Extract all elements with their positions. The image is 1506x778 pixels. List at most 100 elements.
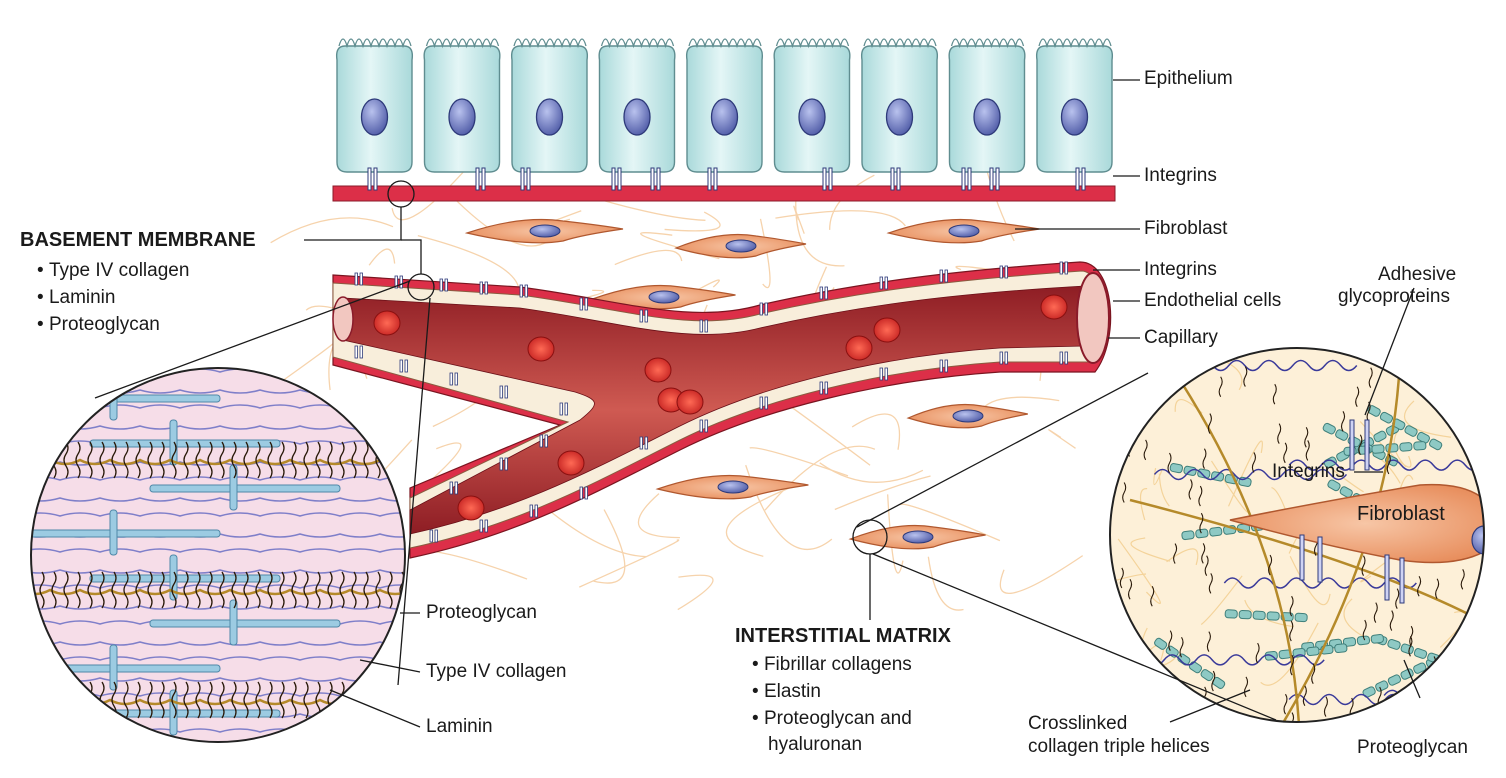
proteoglycan-side-chain bbox=[1216, 715, 1221, 722]
integrin bbox=[967, 167, 972, 191]
proteoglycan-core bbox=[1178, 379, 1302, 722]
proteoglycan-side-chain bbox=[1417, 575, 1422, 597]
type-iv-collagen bbox=[89, 439, 281, 448]
collagen-segment bbox=[1154, 637, 1168, 650]
collagen-segment bbox=[1375, 680, 1389, 692]
integrin bbox=[449, 481, 453, 495]
laminin-strand bbox=[31, 512, 405, 517]
proteoglycan-side-chain bbox=[1179, 636, 1184, 658]
elastin-fiber bbox=[1223, 577, 1417, 589]
integrin bbox=[584, 486, 588, 500]
integrin bbox=[884, 276, 888, 290]
integrin bbox=[1299, 534, 1305, 581]
integrin bbox=[759, 302, 763, 316]
matrix-fiber bbox=[1200, 575, 1243, 626]
collagen-triple-helix bbox=[1154, 637, 1226, 689]
proteoglycan-side-chain bbox=[111, 441, 117, 479]
proteoglycan-side-chain bbox=[1122, 482, 1127, 503]
integrin bbox=[454, 481, 458, 495]
proteoglycan-side-chain bbox=[87, 571, 93, 609]
cell-nucleus bbox=[360, 98, 389, 136]
proteoglycan-side-chain bbox=[183, 571, 189, 609]
elastin-fiber bbox=[1404, 363, 1484, 375]
proteoglycan-side-chain bbox=[243, 681, 249, 719]
proteoglycan-side-chain bbox=[375, 571, 381, 609]
collagen-segment bbox=[1399, 442, 1413, 452]
proteoglycan-side-chain bbox=[159, 571, 165, 609]
collagen-segment bbox=[1429, 438, 1443, 451]
elastin-fiber bbox=[1461, 626, 1484, 638]
matrix-fiber bbox=[1139, 488, 1148, 521]
integrin bbox=[639, 436, 643, 450]
proteoglycan-side-chain bbox=[291, 681, 297, 719]
proteoglycan-side-chain bbox=[1155, 365, 1160, 387]
laminin-strand bbox=[31, 641, 405, 646]
proteoglycan-side-chain bbox=[219, 441, 225, 479]
proteoglycan-side-chain bbox=[1218, 376, 1223, 398]
integrin bbox=[504, 385, 508, 399]
cell-nucleus bbox=[535, 98, 564, 136]
integrin bbox=[944, 359, 948, 373]
integrin bbox=[819, 381, 823, 395]
integrin bbox=[1364, 419, 1370, 471]
proteoglycan-side-chain bbox=[1304, 427, 1309, 448]
red-blood-cells bbox=[373, 294, 1068, 521]
proteoglycan-side-chain bbox=[231, 571, 237, 609]
matrix-fiber bbox=[829, 174, 875, 230]
integrin bbox=[479, 519, 483, 533]
proteoglycan-side-chain bbox=[1302, 685, 1307, 707]
collagen-segment bbox=[1404, 425, 1418, 437]
proteoglycan-side-chain bbox=[195, 571, 201, 609]
proteoglycan-side-chain bbox=[159, 681, 165, 719]
label-crosslinked-2: collagen triple helices bbox=[1028, 736, 1210, 757]
type-iv-collagen bbox=[229, 599, 238, 646]
integrin bbox=[529, 504, 533, 518]
integrin bbox=[484, 519, 488, 533]
collagen-segment bbox=[1339, 486, 1353, 498]
microvilli bbox=[863, 38, 937, 49]
proteoglycan-side-chain bbox=[1386, 453, 1391, 475]
proteoglycan-side-chain bbox=[1255, 642, 1260, 664]
integrin bbox=[564, 402, 568, 416]
integrin bbox=[499, 385, 503, 399]
proteoglycan-side-chain bbox=[387, 571, 393, 609]
collagen-segment bbox=[1367, 405, 1381, 417]
type-iv-collagen bbox=[31, 664, 221, 673]
proteoglycan-side-chain bbox=[315, 441, 321, 479]
integrin bbox=[939, 269, 943, 283]
proteoglycan-side-chain bbox=[1154, 691, 1159, 712]
integrin bbox=[439, 278, 443, 292]
proteoglycan-side-chain bbox=[1207, 413, 1212, 434]
integrin bbox=[890, 167, 895, 191]
proteoglycan-side-chain bbox=[135, 441, 141, 479]
integrin bbox=[1064, 261, 1068, 275]
proteoglycan-side-chain bbox=[1215, 705, 1220, 722]
interstitial-matrix-title: INTERSTITIAL MATRIX bbox=[735, 625, 951, 647]
matrix-fiber bbox=[579, 539, 680, 588]
im-item-proteoglycan: Proteoglycan and bbox=[752, 708, 912, 730]
proteoglycan-side-chain bbox=[195, 681, 201, 719]
proteoglycan-side-chain bbox=[219, 681, 225, 719]
integrin bbox=[1059, 261, 1063, 275]
collagen-segment bbox=[1323, 456, 1337, 469]
integrin bbox=[1384, 554, 1390, 601]
proteoglycan-side-chain bbox=[231, 441, 237, 479]
collagen-triple-helix bbox=[1390, 348, 1473, 373]
proteoglycan-side-chain bbox=[279, 681, 285, 719]
proteoglycan-side-chain bbox=[1408, 636, 1413, 657]
proteoglycan-side-chain bbox=[1358, 434, 1363, 456]
proteoglycan-side-chain bbox=[1208, 573, 1213, 594]
proteoglycan-side-chain bbox=[1409, 625, 1414, 647]
laminin-strand bbox=[20, 750, 420, 753]
type-iv-collagen bbox=[31, 394, 221, 403]
collagen-segment bbox=[1445, 350, 1459, 361]
proteoglycan-side-chain bbox=[1204, 555, 1209, 576]
basement-membrane-title: BASEMENT MEMBRANE bbox=[20, 229, 256, 251]
matrix-fiber bbox=[834, 475, 931, 511]
collagen-segment bbox=[1252, 610, 1266, 620]
integrin bbox=[644, 309, 648, 323]
proteoglycan-side-chain bbox=[351, 571, 357, 609]
proteoglycan-side-chain bbox=[147, 441, 153, 479]
proteoglycan-side-chain bbox=[1198, 485, 1203, 507]
integrin bbox=[1075, 167, 1080, 191]
